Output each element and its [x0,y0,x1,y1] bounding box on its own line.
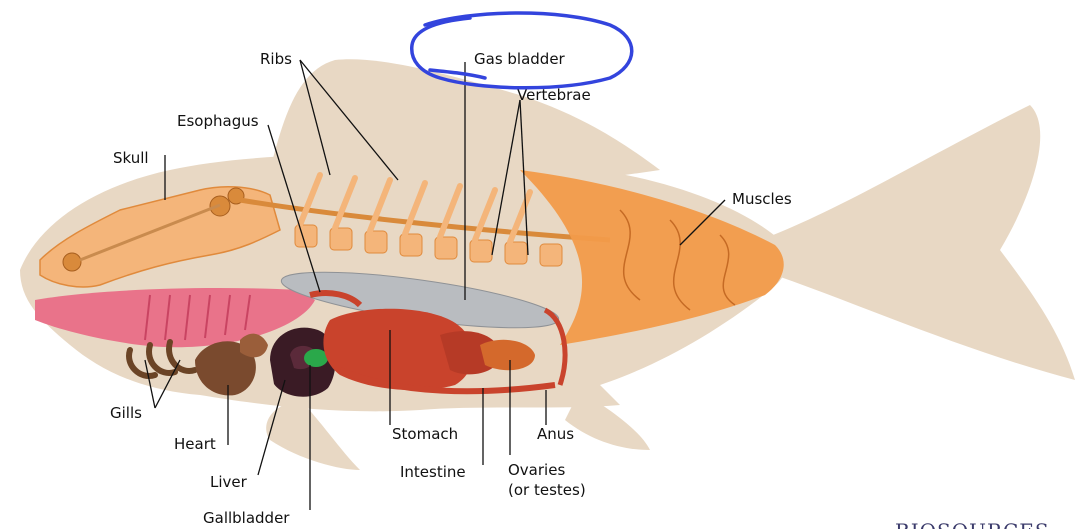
label-gallbladder: Gallbladder [203,509,290,527]
label-skull: Skull [113,149,149,167]
gallbladder-organ [304,349,328,367]
label-ovaries-note: (or testes) [508,481,586,499]
label-stomach: Stomach [392,425,458,443]
label-anus: Anus [537,425,574,443]
label-ovaries: Ovaries [508,461,565,479]
tail-fin [760,105,1075,380]
label-ribs: Ribs [260,50,292,68]
label-gas-bladder: Gas bladder [474,50,566,68]
label-liver: Liver [210,473,248,491]
label-gills: Gills [110,404,142,422]
label-muscles: Muscles [732,190,792,208]
label-heart: Heart [174,435,216,453]
label-intestine: Intestine [400,463,466,481]
watermark-logo: BIOSOURCES [895,519,1050,529]
label-esophagus: Esophagus [177,112,259,130]
